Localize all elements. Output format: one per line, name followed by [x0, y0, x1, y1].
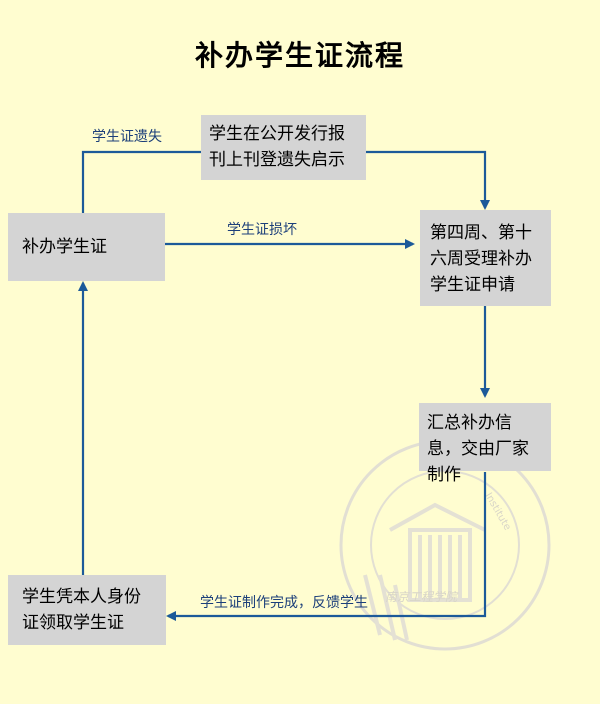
box-announce: 学生在公开发行报刊上刊登遗失启示: [201, 115, 366, 180]
label-lost: 学生证遗失: [92, 129, 162, 145]
box-reissue-text: 补办学生证: [22, 237, 107, 257]
label-damaged: 学生证损坏: [227, 222, 297, 238]
box-accept-text: 第四周、第十六周受理补办学生证申请: [430, 223, 532, 295]
box-announce-text: 学生在公开发行报刊上刊登遗失启示: [209, 124, 345, 170]
box-receive-text: 学生凭本人身份证领取学生证: [22, 587, 141, 633]
box-reissue: 补办学生证: [8, 213, 165, 281]
box-collect: 汇总补办信息，交由厂家制作: [419, 403, 551, 485]
box-accept: 第四周、第十六周受理补办学生证申请: [420, 210, 551, 306]
seal-watermark-chinese: 南京工程学院: [385, 590, 458, 604]
page-title: 补办学生证流程: [194, 39, 405, 72]
label-done: 学生证制作完成，反馈学生: [200, 595, 368, 611]
school-seal-watermark: Institute: [339, 439, 551, 651]
box-collect-text: 汇总补办信息，交由厂家制作: [427, 413, 529, 485]
box-receive: 学生凭本人身份证领取学生证: [8, 575, 166, 645]
arrow-collect-to-receive: [166, 472, 487, 621]
